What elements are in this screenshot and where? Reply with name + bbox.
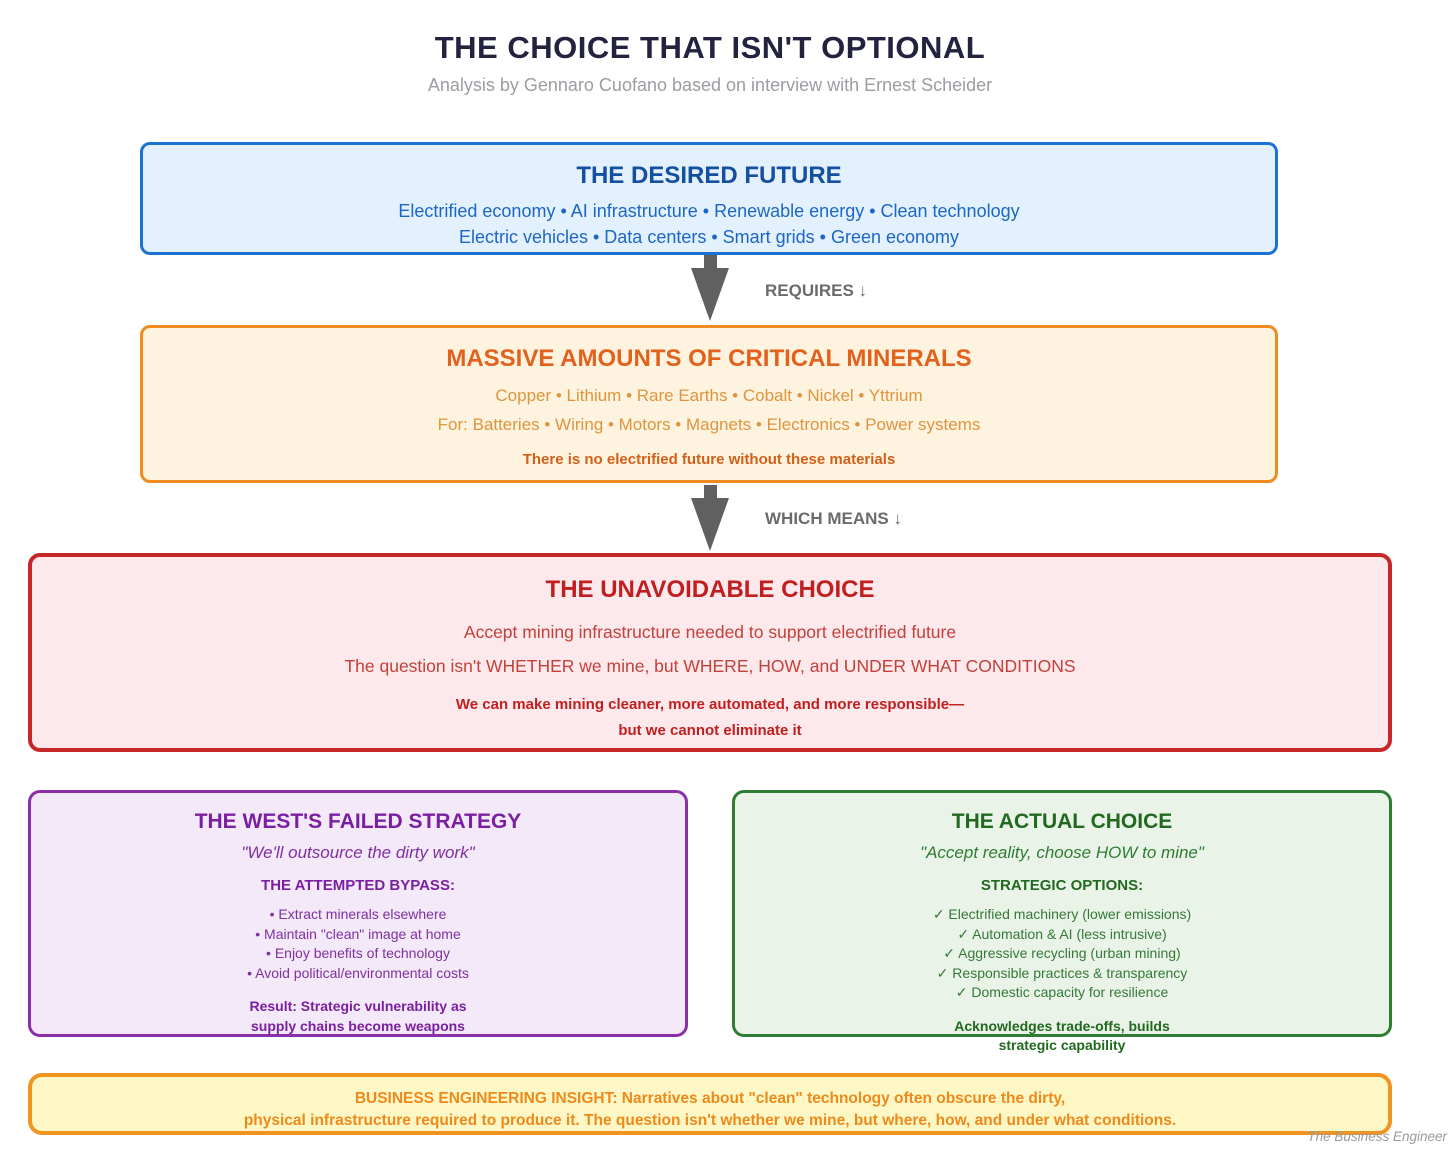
bullet-item: • Enjoy benefits of technology <box>266 945 450 961</box>
note-line: strategic capability <box>998 1037 1126 1053</box>
insight-banner: BUSINESS ENGINEERING INSIGHT: Narratives… <box>28 1073 1392 1135</box>
arrow-head <box>691 268 729 321</box>
critical-minerals-line2: For: Batteries • Wiring • Motors • Magne… <box>437 415 981 434</box>
critical-minerals-title: MASSIVE AMOUNTS OF CRITICAL MINERALS <box>446 345 972 372</box>
failed-strategy-quote: "We'll outsource the dirty work" <box>241 843 475 862</box>
arrow-head <box>691 498 729 551</box>
actual-choice-note: Acknowledges trade-offs, builds strategi… <box>735 1017 1389 1056</box>
actual-choice-title: THE ACTUAL CHOICE <box>951 810 1173 833</box>
option-item: ✓ Electrified machinery (lower emissions… <box>932 906 1192 922</box>
down-arrow-icon <box>690 485 730 551</box>
bullet-item: • Avoid political/environmental costs <box>247 964 469 981</box>
down-arrow-icon <box>690 255 730 321</box>
result-line: Result: Strategic vulnerability as <box>249 998 467 1014</box>
bullet-item: • Extract minerals elsewhere <box>269 906 447 922</box>
arrow-stem <box>703 485 717 498</box>
option-item: ✓ Aggressive recycling (urban mining) <box>943 945 1181 961</box>
failed-strategy-box: THE WEST'S FAILED STRATEGY "We'll outsou… <box>28 790 688 1037</box>
failed-strategy-title: THE WEST'S FAILED STRATEGY <box>194 810 522 833</box>
critical-minerals-box: MASSIVE AMOUNTS OF CRITICAL MINERALS Cop… <box>140 325 1278 483</box>
connector1-label: REQUIRES ↓ <box>765 281 868 300</box>
actual-choice-quote: "Accept reality, choose HOW to mine" <box>920 843 1204 862</box>
option-item: ✓ Domestic capacity for resilience <box>955 984 1169 1000</box>
diagram-header: THE CHOICE THAT ISN'T OPTIONAL Analysis … <box>0 30 1420 96</box>
actual-choice-box: THE ACTUAL CHOICE "Accept reality, choos… <box>732 790 1392 1053</box>
result-line: supply chains become weapons <box>251 1017 465 1034</box>
insight-line2: physical infrastructure required to prod… <box>243 1112 1177 1129</box>
unavoidable-choice-emphasis2: but we cannot eliminate it <box>618 722 802 739</box>
bullet-item: • Maintain "clean" image at home <box>255 925 461 942</box>
critical-minerals-emphasis: There is no electrified future without t… <box>522 451 896 468</box>
insight-line1: BUSINESS ENGINEERING INSIGHT: Narratives… <box>354 1090 1066 1107</box>
critical-minerals-line1: Copper • Lithium • Rare Earths • Cobalt … <box>495 386 923 405</box>
unavoidable-choice-title: THE UNAVOIDABLE CHOICE <box>545 576 875 603</box>
unavoidable-choice-emphasis1: We can make mining cleaner, more automat… <box>455 696 965 713</box>
unavoidable-choice-box: THE UNAVOIDABLE CHOICE Accept mining inf… <box>28 553 1392 752</box>
brand-credit: The Business Engineer <box>1307 1129 1447 1144</box>
desired-future-line1: Electrified economy • AI infrastructure … <box>398 201 1020 221</box>
failed-strategy-result: Result: Strategic vulnerability as suppl… <box>31 997 685 1036</box>
connector2-label: WHICH MEANS ↓ <box>765 509 902 528</box>
failed-strategy-subheading: THE ATTEMPTED BYPASS: <box>261 877 455 894</box>
page-subtitle: Analysis by Gennaro Cuofano based on int… <box>427 75 993 95</box>
arrow-stem <box>703 255 717 268</box>
page-title: THE CHOICE THAT ISN'T OPTIONAL <box>434 30 986 65</box>
desired-future-line2: Electric vehicles • Data centers • Smart… <box>458 227 960 247</box>
actual-choice-subheading: STRATEGIC OPTIONS: <box>980 877 1144 894</box>
unavoidable-choice-line2: The question isn't WHETHER we mine, but … <box>344 656 1076 676</box>
desired-future-box: THE DESIRED FUTURE Electrified economy •… <box>140 142 1278 255</box>
note-line: Acknowledges trade-offs, builds <box>954 1017 1170 1034</box>
failed-strategy-bullet-list: • Extract minerals elsewhere • Maintain … <box>31 905 685 983</box>
desired-future-title: THE DESIRED FUTURE <box>576 162 842 189</box>
actual-choice-option-list: ✓ Electrified machinery (lower emissions… <box>735 905 1389 1003</box>
option-item: ✓ Responsible practices & transparency <box>936 964 1188 981</box>
option-item: ✓ Automation & AI (less intrusive) <box>957 925 1167 942</box>
unavoidable-choice-line1: Accept mining infrastructure needed to s… <box>463 622 957 642</box>
